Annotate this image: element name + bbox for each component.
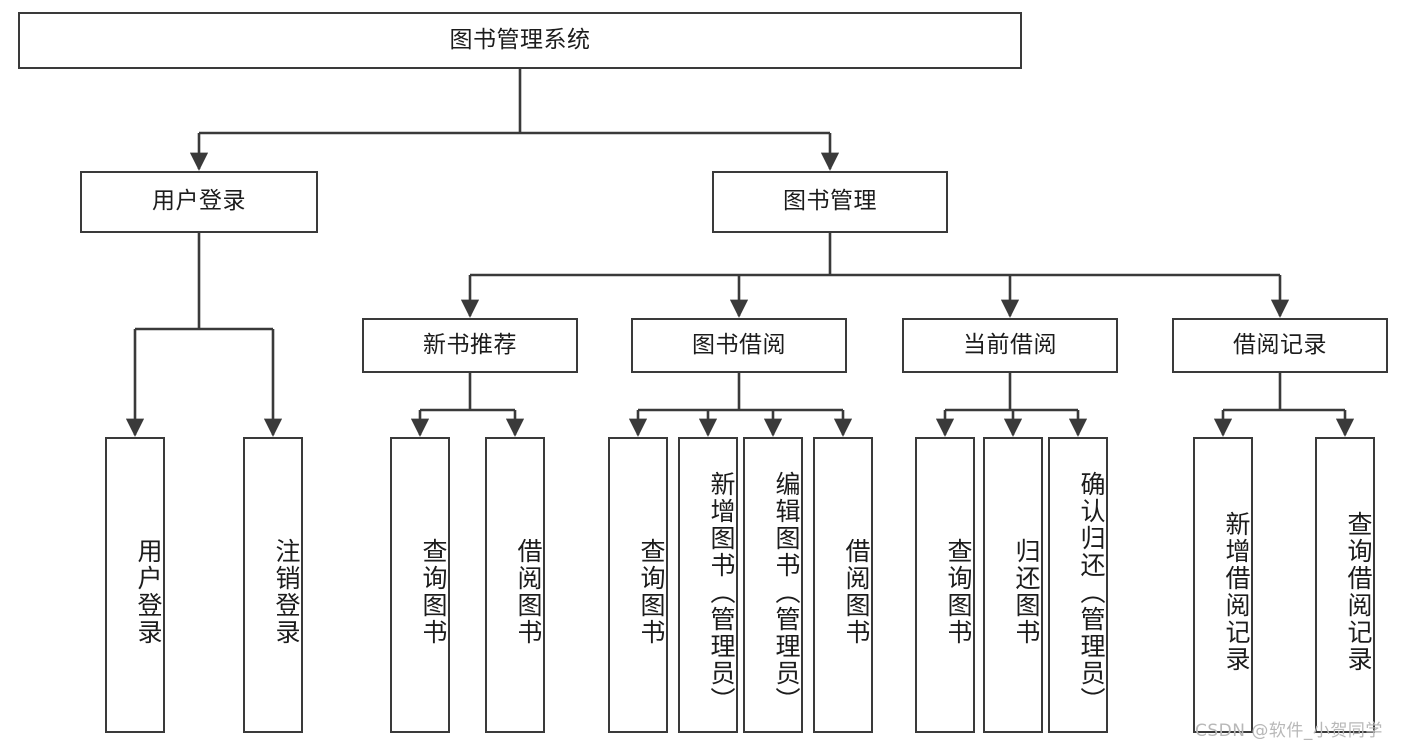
- leaf-node-归还图书: 归还图书: [983, 437, 1043, 733]
- level2-node-图书借阅: 图书借阅: [631, 318, 847, 373]
- leaf-node-用户登录: 用户登录: [105, 437, 165, 733]
- leaf-node-查询借阅记录: 查询借阅记录: [1315, 437, 1375, 733]
- node-label: 用户登录: [152, 188, 246, 215]
- node-label: 查询借阅记录: [1344, 511, 1373, 673]
- leaf-node-借阅图书: 借阅图书: [485, 437, 545, 733]
- leaf-node-新增图书管理员: 新增图书（管理员）: [678, 437, 738, 733]
- node-label: 图书管理系统: [449, 26, 591, 53]
- node-label: 用户登录: [134, 538, 163, 646]
- node-label: 确认归还（管理员）: [1077, 470, 1106, 714]
- node-label: 编辑图书（管理员）: [772, 470, 801, 714]
- node-label: 借阅图书: [514, 538, 543, 646]
- level2-node-新书推荐: 新书推荐: [362, 318, 578, 373]
- node-label: 查询图书: [637, 538, 666, 646]
- node-label: 图书借阅: [692, 331, 786, 358]
- leaf-node-查询图书: 查询图书: [390, 437, 450, 733]
- csdn-watermark: CSDN @软件_小贺同学: [1195, 721, 1383, 741]
- level2-node-当前借阅: 当前借阅: [902, 318, 1118, 373]
- level1-node-图书管理: 图书管理: [712, 171, 948, 233]
- root-node-图书管理系统: 图书管理系统: [18, 12, 1022, 69]
- leaf-node-编辑图书管理员: 编辑图书（管理员）: [743, 437, 803, 733]
- node-label: 当前借阅: [963, 331, 1057, 358]
- node-label: 查询图书: [419, 538, 448, 646]
- leaf-node-查询图书: 查询图书: [608, 437, 668, 733]
- leaf-node-确认归还管理员: 确认归还（管理员）: [1048, 437, 1108, 733]
- leaf-node-查询图书: 查询图书: [915, 437, 975, 733]
- level1-node-用户登录: 用户登录: [80, 171, 318, 233]
- level2-node-借阅记录: 借阅记录: [1172, 318, 1388, 373]
- node-label: 新书推荐: [423, 331, 517, 358]
- node-label: 注销登录: [272, 538, 301, 646]
- leaf-node-新增借阅记录: 新增借阅记录: [1193, 437, 1253, 733]
- node-label: 新增借阅记录: [1222, 511, 1251, 673]
- node-label: 归还图书: [1012, 538, 1041, 646]
- node-label: 借阅图书: [842, 538, 871, 646]
- node-label: 查询图书: [944, 538, 973, 646]
- node-label: 新增图书（管理员）: [707, 470, 736, 714]
- leaf-node-注销登录: 注销登录: [243, 437, 303, 733]
- node-label: 借阅记录: [1233, 331, 1327, 358]
- node-label: 图书管理: [783, 188, 877, 215]
- leaf-node-借阅图书: 借阅图书: [813, 437, 873, 733]
